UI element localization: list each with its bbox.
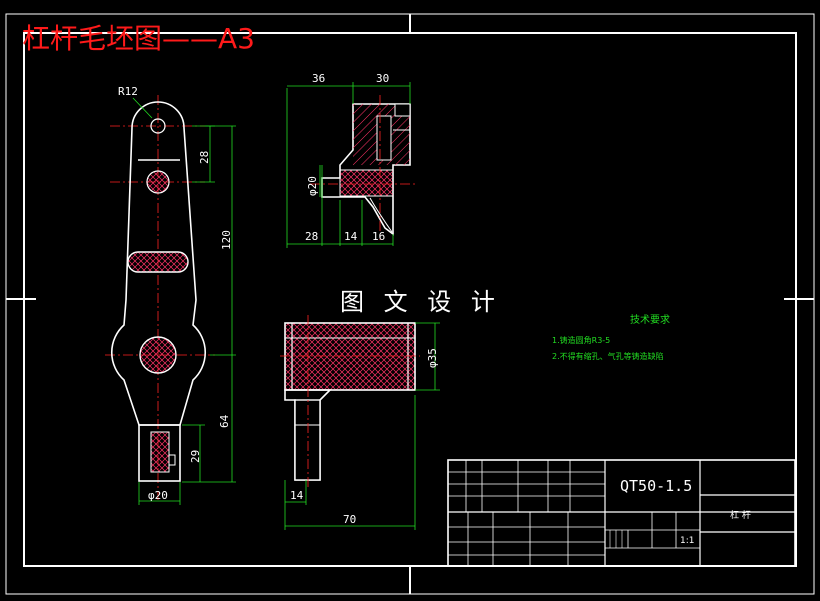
dim-16-side: 16	[372, 230, 385, 243]
dim-28-side: 28	[305, 230, 318, 243]
material-label: QT50-1.5	[620, 477, 692, 495]
title-block	[447, 459, 796, 567]
top-hole	[150, 118, 166, 134]
drawing-title: 杠杆毛坯图——A3	[22, 22, 255, 55]
technical-requirements: 技术要求 1.铸造圆角R3-5 2.不得有缩孔、气孔等铸造缺陷	[552, 313, 670, 361]
dim-64: 64	[218, 414, 231, 428]
watermark-text: 图 文 设 计	[340, 288, 501, 316]
tech-req-item-1: 1.铸造圆角R3-5	[552, 335, 610, 345]
tech-req-heading: 技术要求	[630, 313, 670, 326]
dim-30: 30	[376, 72, 389, 85]
dim-28-top: 28	[198, 151, 211, 164]
dim-14-side: 14	[344, 230, 358, 243]
section-view: φ35 14 70	[280, 315, 440, 530]
part-name: 杠 杆	[730, 509, 751, 521]
dim-r12: R12	[118, 85, 138, 98]
dim-70: 70	[343, 513, 356, 526]
big-boss	[139, 336, 177, 374]
dim-29: 29	[189, 450, 202, 463]
centering-marks	[6, 14, 814, 594]
scale-value: 1:1	[680, 536, 694, 546]
tech-req-item-2: 2.不得有缩孔、气孔等铸造缺陷	[552, 351, 664, 361]
dim-phi20-side: φ20	[306, 176, 319, 196]
lever-outline	[111, 101, 206, 426]
dim-phi35: φ35	[426, 348, 439, 368]
dim-36: 36	[312, 72, 325, 85]
dim-phi20-bottom: φ20	[148, 489, 168, 502]
dim-14-bottom: 14	[290, 489, 304, 502]
oblong-slot	[127, 251, 189, 273]
lower-shank	[138, 424, 181, 482]
side-view: 36 30 φ20 28 14 16	[286, 72, 415, 248]
dim-120: 120	[220, 230, 233, 250]
front-view: R12 28 120 64 29 φ20	[105, 85, 236, 505]
middle-boss	[146, 170, 170, 194]
